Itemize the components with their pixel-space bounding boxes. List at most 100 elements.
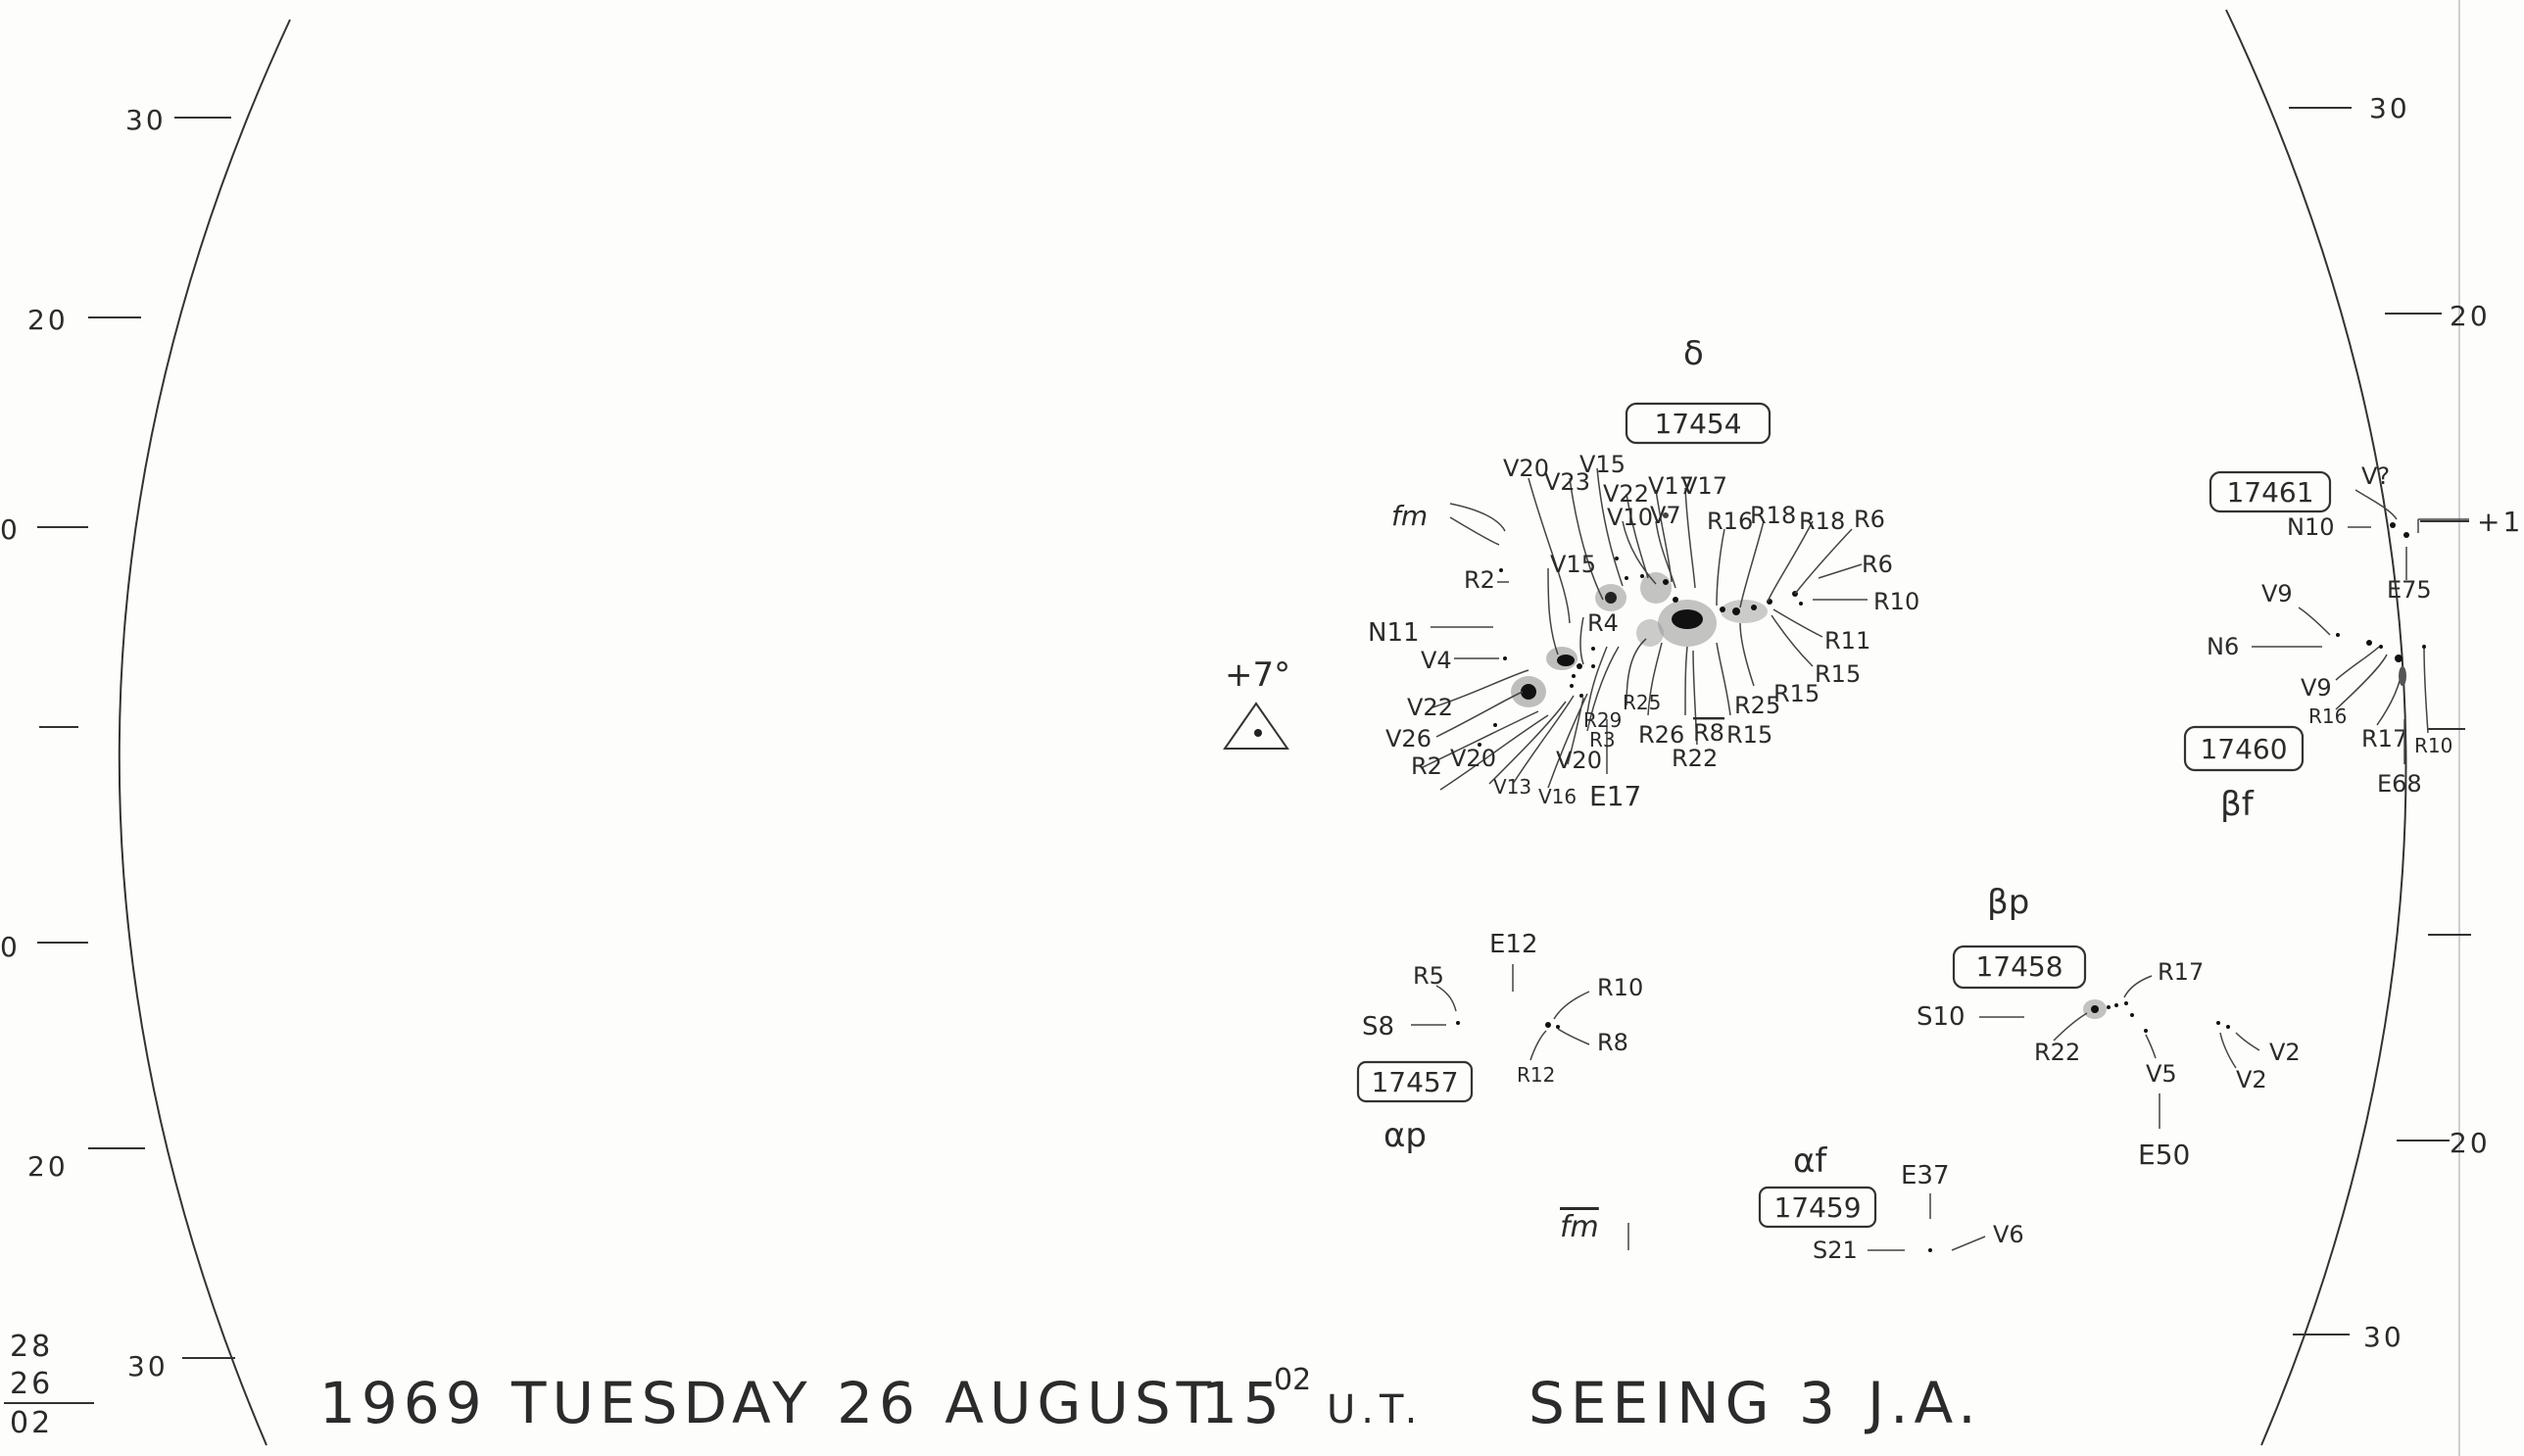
right-scale-30-bottom: 30 [2363, 1321, 2404, 1353]
label-17461-6: R16 [2308, 704, 2347, 728]
label-17454-26: R29 [1583, 708, 1622, 732]
label-17454-34: V20 [1556, 747, 1602, 774]
label-17454-10: R18 [1799, 508, 1845, 535]
group-number-17458: 17458 [1975, 950, 2063, 983]
label-17454-22: R15 [1773, 680, 1820, 707]
spots-17454 [1478, 512, 1803, 747]
label-17454-38: E17 [1589, 780, 1641, 812]
label-17461-0: V? [2361, 462, 2390, 490]
leaders-17454 [1420, 467, 1868, 791]
label-17454-5: V17 [1681, 472, 1727, 500]
group-number-17457: 17457 [1371, 1066, 1458, 1098]
left-scale-30-top: 30 [125, 104, 167, 136]
label-17454-23: R25 [1734, 692, 1780, 719]
label-17454-21: R15 [1815, 660, 1861, 688]
label-17459-1: S21 [1813, 1237, 1858, 1264]
label-17459-0: E37 [1901, 1161, 1950, 1190]
labels-17461: V? N10 E75 V9 N6 V9 R16 R17 R10 E68 [2207, 462, 2452, 798]
label-17454-19: V4 [1421, 647, 1452, 674]
footer-seeing: SEEING 3 [1529, 1370, 1841, 1436]
margin-numbers: 28 26 02 [4, 1330, 94, 1440]
label-17454-1: V23 [1544, 468, 1590, 496]
label-17458-6: E50 [2138, 1139, 2190, 1171]
right-scale-plus1: +1 [2477, 506, 2523, 538]
label-17454-0: V20 [1503, 455, 1549, 482]
label-17461-7: R17 [2361, 725, 2407, 752]
footer-observer: J.A. [1865, 1370, 1982, 1436]
right-scale-30-top: 30 [2369, 92, 2410, 124]
margin-number-2: 02 [10, 1406, 53, 1440]
left-scale-30-bottom: 30 [127, 1350, 169, 1383]
orientation-marker: +7° [1223, 655, 1290, 750]
label-17454-30: R15 [1726, 721, 1772, 749]
label-17454-11: R6 [1854, 506, 1885, 533]
group-number-17460: 17460 [2200, 733, 2287, 765]
label-17454-32: R2 [1411, 752, 1442, 780]
label-17461-9: E68 [2377, 770, 2422, 798]
label-17457-1: R5 [1413, 962, 1444, 990]
label-17454-31: V26 [1385, 725, 1432, 752]
footer-caption: 1969 TUESDAY 26 AUGUST 15 02 U.T. SEEING… [319, 1363, 1982, 1436]
left-limb-arc [118, 19, 291, 1446]
left-scale-20-top: 20 [27, 304, 69, 336]
group-number-17459: 17459 [1773, 1191, 1861, 1224]
label-17454-20: R11 [1824, 627, 1870, 655]
label-17454-3: V22 [1603, 480, 1649, 508]
label-17458-1: S10 [1917, 1002, 1966, 1032]
label-17458-0: R17 [2158, 958, 2204, 986]
label-17454-12: fm [1391, 500, 1428, 532]
label-17454-24: V22 [1407, 694, 1453, 721]
label-17457-0: E12 [1489, 930, 1538, 959]
label-17457-4: R8 [1597, 1029, 1628, 1056]
group-class-17460: βf [2220, 785, 2255, 824]
label-17461-2: E75 [2387, 576, 2432, 604]
label-17459-3: fm [1560, 1210, 1599, 1244]
label-17454-28: R26 [1638, 721, 1684, 749]
label-17454-14: R2 [1464, 566, 1495, 594]
label-17454-27: R3 [1589, 728, 1616, 752]
label-17454-18: N11 [1368, 618, 1420, 648]
group-class-17459: αf [1793, 1141, 1827, 1181]
orientation-label: +7° [1225, 655, 1290, 695]
group-class-17458: βp [1987, 883, 2029, 922]
label-17454-35: R22 [1672, 745, 1718, 772]
leaders-17461 [2252, 489, 2469, 764]
left-scale: 30 20 0 0 20 30 [0, 104, 235, 1383]
footer-time-sup: 02 [1274, 1363, 1311, 1397]
label-17454-29: R8 [1693, 719, 1724, 747]
sunspot-group-17461: 17461 V? N10 E75 V9 N6 V9 R16 R17 R10 E6… [2207, 462, 2469, 798]
label-17454-9: R18 [1750, 502, 1796, 529]
label-17461-8: R10 [2414, 734, 2452, 757]
group-class-17457: αp [1383, 1116, 1427, 1155]
margin-number-1: 26 [10, 1367, 53, 1401]
label-17454-36: V13 [1493, 775, 1531, 799]
margin-number-0: 28 [10, 1330, 53, 1364]
group-number-17461: 17461 [2226, 476, 2313, 509]
sunspot-group-17454: δ 17454 [1368, 334, 1919, 812]
sunspot-group-17460: 17460 βf [2183, 725, 2305, 824]
label-17454-25: R25 [1623, 691, 1661, 714]
label-17454-8: R16 [1707, 508, 1753, 535]
label-17458-5: V5 [2146, 1060, 2177, 1088]
label-17458-3: V2 [2269, 1039, 2301, 1066]
label-17454-15: R4 [1587, 609, 1619, 637]
footer-date: 1969 TUESDAY 26 AUGUST [319, 1370, 1217, 1436]
label-17454-4: V17 [1648, 472, 1694, 500]
label-17459-2: V6 [1993, 1221, 2024, 1248]
label-17454-17: R10 [1873, 588, 1919, 615]
spots-17461 [2336, 522, 2426, 686]
left-scale-20-bottom: 20 [27, 1150, 69, 1183]
label-17457-5: R12 [1517, 1063, 1555, 1087]
label-17461-1: N10 [2287, 513, 2335, 541]
group-class-17454: δ [1683, 334, 1704, 373]
label-17458-4: V2 [2236, 1066, 2267, 1093]
label-17454-13: V15 [1550, 551, 1596, 578]
label-17454-7: V7 [1650, 502, 1681, 529]
right-scale: 30 20 +1 20 30 [2289, 92, 2523, 1353]
labels-17454: V20 V23 V15 V22 V17 V17 V10 V7 R16 R18 R… [1368, 451, 1919, 812]
label-17454-33: V20 [1450, 745, 1496, 772]
footer-time: 15 [1201, 1370, 1286, 1436]
sunspot-group-17457: 17457 αp E12 R5 R10 S8 R8 R12 [1356, 930, 1643, 1155]
left-scale-0-upper: 0 [0, 513, 21, 546]
